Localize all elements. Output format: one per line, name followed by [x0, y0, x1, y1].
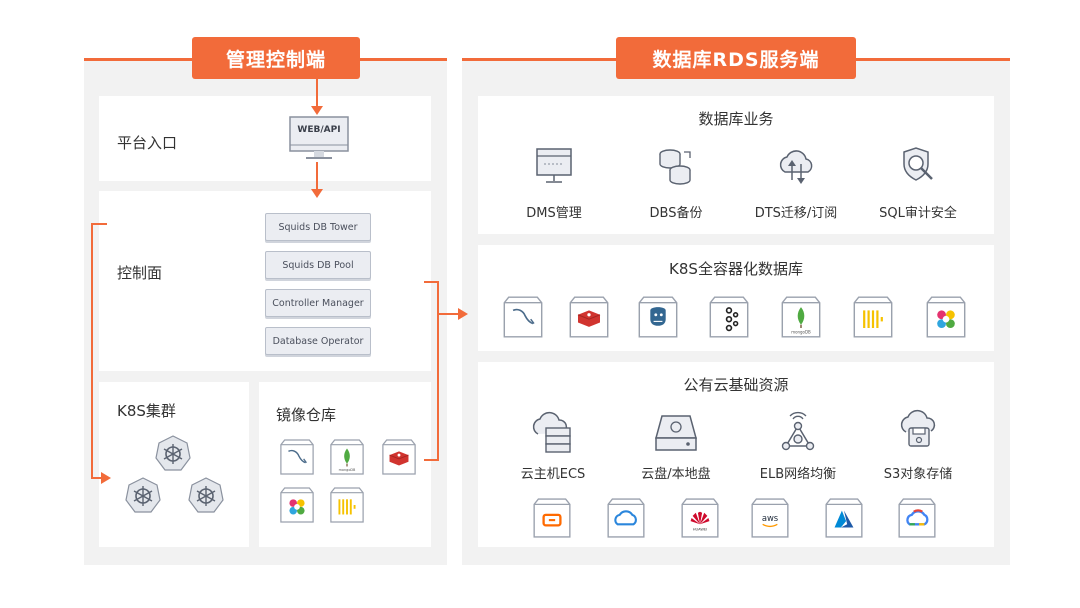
s3-label: S3对象存储 [883, 467, 953, 482]
k8s-cluster-icons [125, 435, 224, 513]
svg-text:mongoDB: mongoDB [339, 468, 356, 472]
mongodb-icon: mongoDB [330, 439, 364, 475]
ecs-server-icon [532, 411, 571, 453]
platform-entry-card [99, 96, 431, 181]
huawei-icon: HUAWEI [681, 498, 719, 538]
s3-storage-icon [900, 409, 936, 447]
stack-controller-manager: Controller Manager [265, 289, 371, 317]
redis-icon-tile [381, 438, 417, 476]
dts-label: DTS迁移/订阅 [754, 206, 838, 221]
web-api-label: WEB/API [297, 125, 341, 135]
azure-icon-tile [824, 497, 864, 539]
k8s-db-title: K8S全容器化数据库 [669, 260, 803, 278]
stack-database-operator: Database Operator [265, 327, 371, 355]
cloud-disk-icon [655, 415, 697, 451]
db-services-title: 数据库业务 [698, 110, 774, 128]
mongodb-icon-tile: mongoDB [329, 438, 365, 476]
tidb-icon-tile [925, 295, 967, 339]
redis-icon-tile [568, 295, 610, 339]
dms-label: DMS管理 [526, 206, 582, 221]
redis-icon [382, 439, 416, 475]
sql-audit-icon [903, 147, 933, 181]
kubernetes-icon-1 [155, 435, 191, 471]
mysql-icon-tile [279, 438, 315, 476]
tidb-icon [280, 487, 314, 523]
clickhouse-icon [853, 296, 893, 338]
svg-text:mongoDB: mongoDB [791, 330, 811, 335]
mongodb-icon: mongoDB [781, 296, 821, 338]
tencent-cloud-icon [607, 498, 645, 538]
elb-label: ELB网络均衡 [759, 467, 837, 482]
google-cloud-icon-tile [897, 497, 937, 539]
disk-label: 云盘/本地盘 [641, 467, 711, 482]
stack-squids-db-tower: Squids DB Tower [265, 213, 371, 241]
dbs-backup-icon [659, 149, 691, 185]
clickhouse-icon-tile [329, 486, 365, 524]
web-api-monitor-icon [289, 116, 349, 159]
aliyun-icon-tile [532, 497, 572, 539]
stack-to-k8sdb-arrow [424, 281, 468, 461]
tencent-cloud-icon-tile [606, 497, 646, 539]
sql-audit-label: SQL审计安全 [879, 206, 957, 221]
aws-icon: aws [751, 498, 789, 538]
aws-icon-tile: aws [750, 497, 790, 539]
image-repo-label: 镜像仓库 [276, 406, 337, 424]
mysql-icon-tile [502, 295, 544, 339]
kubernetes-icon-2 [125, 477, 161, 513]
mongodb-icon-tile: mongoDB [780, 295, 822, 339]
clickhouse-icon-tile [852, 295, 894, 339]
postgresql-icon-tile [637, 295, 679, 339]
control-to-k8s-arrow [91, 223, 111, 484]
kafka-icon [709, 296, 749, 338]
kafka-icon-tile [708, 295, 750, 339]
aliyun-icon [533, 498, 571, 538]
tidb-icon-tile [279, 486, 315, 524]
rds-header: 数据库RDS服务端 [616, 37, 856, 79]
postgresql-icon [638, 296, 678, 338]
svg-text:HUAWEI: HUAWEI [693, 528, 707, 532]
tidb-icon [926, 296, 966, 338]
dbs-label: DBS备份 [649, 206, 703, 221]
huawei-icon-tile: HUAWEI [680, 497, 720, 539]
elb-network-icon [781, 411, 815, 451]
k8s-cluster-label: K8S集群 [117, 402, 176, 420]
dts-cloud-icon [779, 150, 813, 184]
stack-squids-db-pool: Squids DB Pool [265, 251, 371, 279]
azure-icon [825, 498, 863, 538]
kubernetes-icon-3 [188, 477, 224, 513]
google-cloud-icon [898, 498, 936, 538]
dms-icon [536, 148, 572, 183]
arrow-header-to-web [311, 79, 323, 115]
mysql-icon [503, 296, 543, 338]
mgmt-header: 管理控制端 [192, 37, 360, 79]
svg-text:aws: aws [762, 513, 778, 523]
mysql-icon [280, 439, 314, 475]
cloud-title: 公有云基础资源 [683, 376, 789, 394]
control-plane-label: 控制面 [117, 264, 163, 282]
redis-icon [569, 296, 609, 338]
clickhouse-icon [330, 487, 364, 523]
ecs-label: 云主机ECS [520, 467, 586, 482]
platform-entry-label: 平台入口 [117, 134, 178, 152]
arrow-web-to-stack [311, 162, 323, 198]
